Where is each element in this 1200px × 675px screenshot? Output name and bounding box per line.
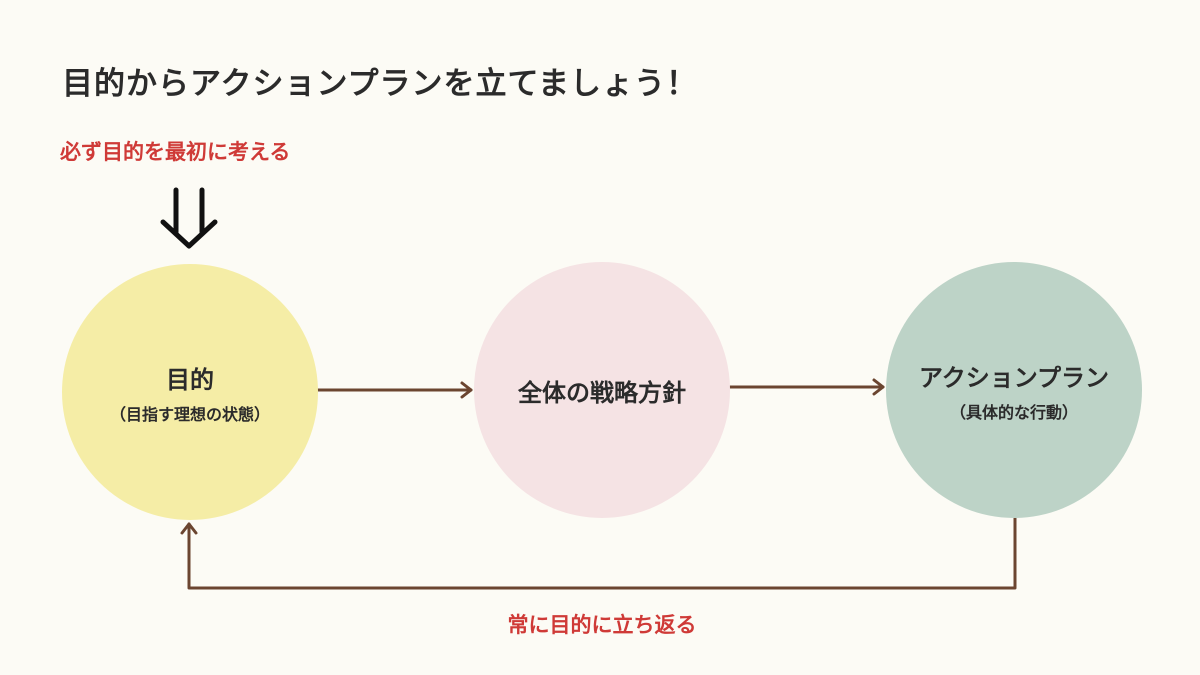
node-action-plan: アクションプラン （具体的な行動）: [886, 262, 1142, 518]
node-strategy-label: 全体の戦略方針: [518, 378, 686, 407]
node-purpose: 目的 （目指す理想の状態）: [62, 264, 318, 520]
note-think-purpose-first: 必ず目的を最初に考える: [60, 140, 291, 164]
node-strategy: 全体の戦略方針: [474, 262, 730, 518]
node-purpose-sublabel: （目指す理想の状態）: [109, 404, 270, 424]
node-purpose-label: 目的: [166, 365, 214, 394]
double-down-arrow-icon: [160, 187, 218, 249]
arrow-strategy-to-action: [728, 378, 885, 396]
node-action-plan-sublabel: （具体的な行動）: [949, 402, 1078, 422]
note-return-to-purpose: 常に目的に立ち返る: [507, 613, 697, 637]
page-title: 目的からアクションプランを立てましょう！: [62, 66, 698, 102]
arrow-return-to-purpose: [180, 516, 1017, 590]
arrow-purpose-to-strategy: [316, 381, 473, 399]
node-action-plan-label: アクションプラン: [918, 363, 1110, 392]
